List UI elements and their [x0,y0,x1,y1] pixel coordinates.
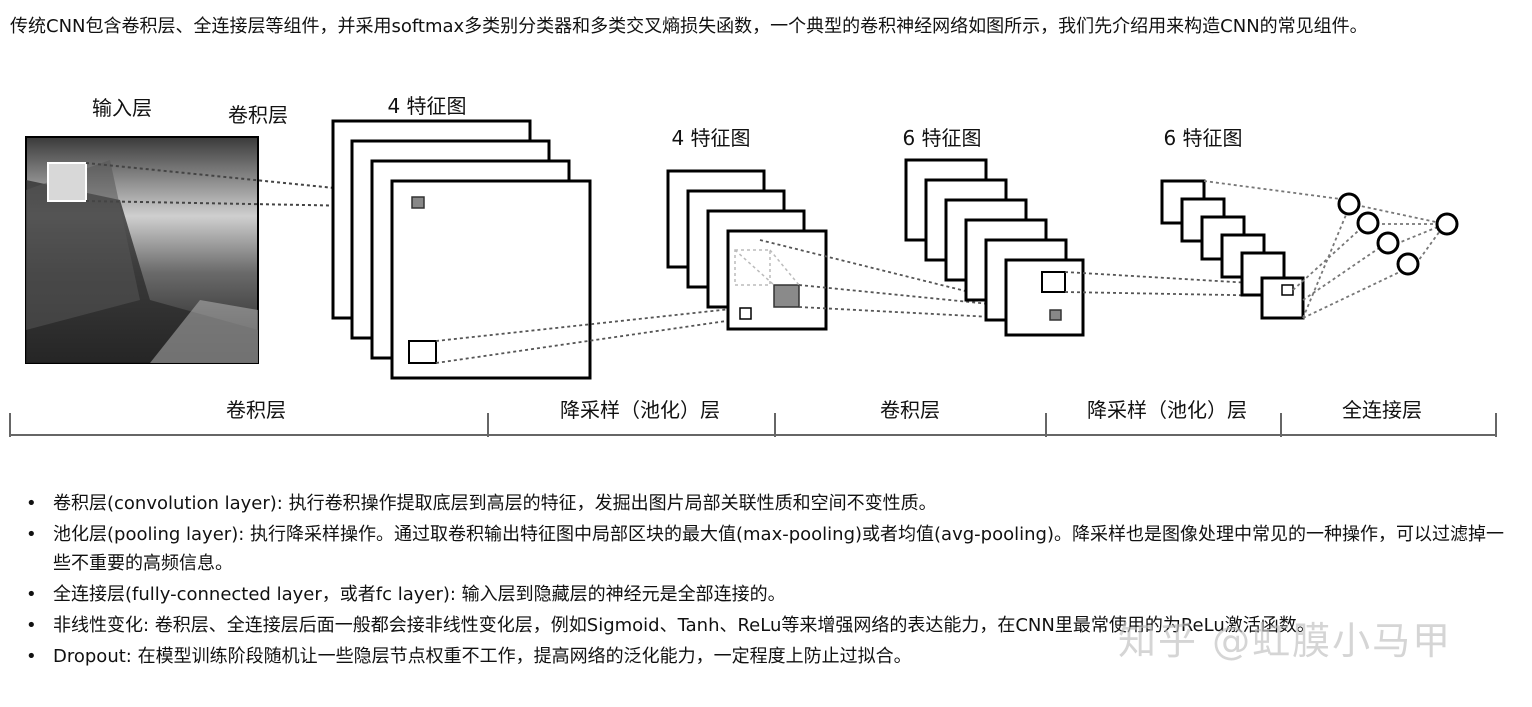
stage-label-pool-2: 降采样（池化）层 [1087,398,1247,422]
label-feature-maps-3: 6 特征图 [902,126,981,150]
feature-map-stack-3 [904,158,1085,337]
connections-fm1-fm2 [435,307,741,364]
kernel-marker-3 [1041,271,1066,293]
label-input-layer: 输入层 [92,96,152,120]
input-image [25,136,259,364]
label-feature-maps-1: 4 特征图 [387,94,466,118]
kernel-marker-2 [773,284,800,308]
connections-fm3-fm4 [1064,271,1286,297]
pool-marker-3 [1049,309,1062,321]
label-feature-maps-4: 6 特征图 [1163,126,1242,150]
list-item-dropout: Dropout: 在模型训练阶段随机让一些隐层节点权重不工作，提高网络的泛化能力… [24,642,1504,671]
stage-label-conv-1: 卷积层 [226,398,286,422]
intro-paragraph: 传统CNN包含卷积层、全连接层等组件，并采用softmax多类别分类器和多类交叉… [10,16,1368,37]
stage-label-conv-2: 卷积层 [880,398,940,422]
stage-label-fc: 全连接层 [1342,398,1422,422]
connections-input-fm1 [85,162,415,208]
label-feature-maps-2: 4 特征图 [671,126,750,150]
fc-neurons [1337,192,1459,276]
pool-marker-4 [1281,284,1294,296]
stage-label-pool-1: 降采样（池化）层 [560,398,720,422]
feature-map-stack-1 [331,119,592,380]
zhihu-watermark: 知乎 @虹膜小马甲 [1118,619,1453,663]
component-list: 卷积层(convolution layer): 执行卷积操作提取底层到高层的特征… [24,489,1504,673]
list-item-fully-connected: 全连接层(fully-connected layer，或者fc layer): … [24,580,1504,609]
list-item-convolution: 卷积层(convolution layer): 执行卷积操作提取底层到高层的特征… [24,489,1504,518]
list-item-pooling: 池化层(pooling layer): 执行降采样操作。通过取卷积输出特征图中局… [24,520,1504,578]
label-conv-layer-top: 卷积层 [228,103,288,127]
list-item-nonlinearity: 非线性变化: 卷积层、全连接层后面一般都会接非线性变化层，例如Sigmoid、T… [24,611,1504,640]
pool-marker-2 [739,307,752,320]
feature-map-stack-4 [1160,179,1305,320]
kernel-marker-1 [411,196,425,209]
stage-axis [9,413,1497,437]
pool-window-1 [408,340,437,364]
